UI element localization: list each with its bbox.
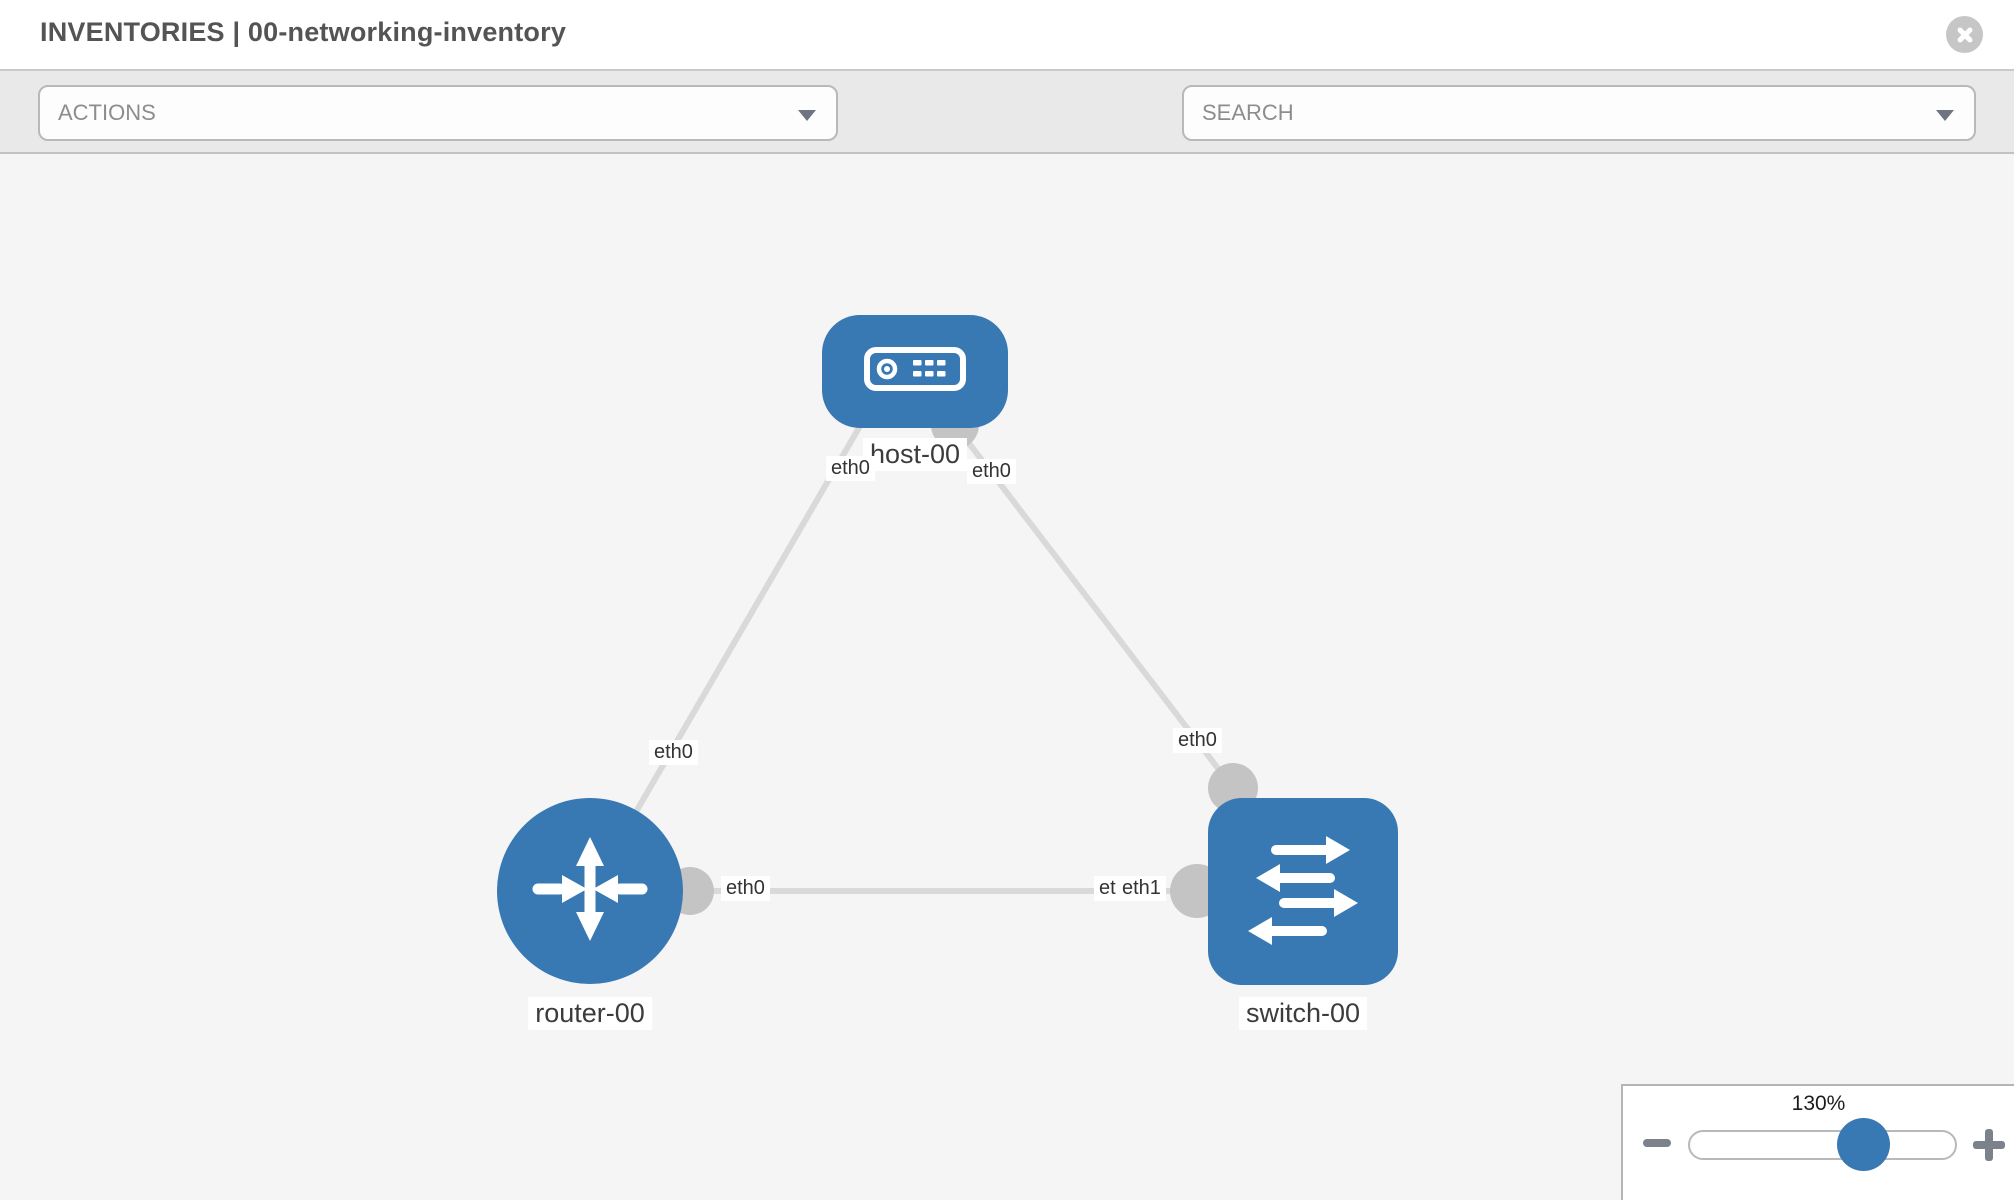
node-switch-00[interactable] [1208, 798, 1398, 985]
if-label-switch-eth0-top: eth0 [1173, 728, 1222, 753]
switch-arrows-icon [1242, 828, 1364, 955]
zoom-control-panel: 130% [1621, 1084, 2014, 1200]
header: INVENTORIES | 00-networking-inventory [0, 0, 2014, 71]
topology-canvas[interactable]: host-00 router-00 switch-00 eth0 eth0 et… [0, 154, 2014, 1200]
chevron-down-icon [798, 110, 816, 121]
router-arrows-icon [529, 828, 651, 955]
actions-dropdown-value: ACTIONS [58, 100, 156, 125]
zoom-slider-track[interactable] [1688, 1130, 1957, 1160]
zoom-out-button[interactable] [1643, 1139, 1671, 1147]
zoom-in-button[interactable] [1973, 1129, 2005, 1161]
if-label-host-eth0-right: eth0 [967, 459, 1016, 484]
chevron-down-icon [1936, 110, 1954, 121]
close-icon [1946, 16, 1983, 53]
search-dropdown[interactable]: SEARCH [1182, 85, 1976, 141]
node-label-router-00: router-00 [528, 997, 652, 1030]
if-label-router-eth0-right: eth0 [721, 876, 770, 901]
if-label-host-eth0-left: eth0 [826, 456, 875, 481]
zoom-level-value: 130% [1791, 1092, 1846, 1115]
server-icon [863, 346, 967, 397]
node-label-host-00: host-00 [862, 438, 968, 471]
node-host-00[interactable] [822, 315, 1008, 428]
node-router-00[interactable] [497, 798, 683, 984]
link-host-switch[interactable] [952, 423, 1236, 790]
zoom-slider-thumb[interactable] [1837, 1118, 1890, 1171]
node-label-switch-00: switch-00 [1238, 997, 1368, 1030]
close-button[interactable] [1946, 16, 1983, 53]
topology-links-layer [587, 401, 1303, 918]
page-title: INVENTORIES | 00-networking-inventory [40, 17, 567, 47]
search-placeholder: SEARCH [1202, 100, 1294, 125]
toolbar: ACTIONS [0, 71, 2014, 197]
actions-dropdown[interactable]: ACTIONS [38, 85, 838, 141]
if-label-switch-eth1: eth1 [1117, 876, 1166, 901]
if-label-router-eth0-top: eth0 [649, 740, 698, 765]
